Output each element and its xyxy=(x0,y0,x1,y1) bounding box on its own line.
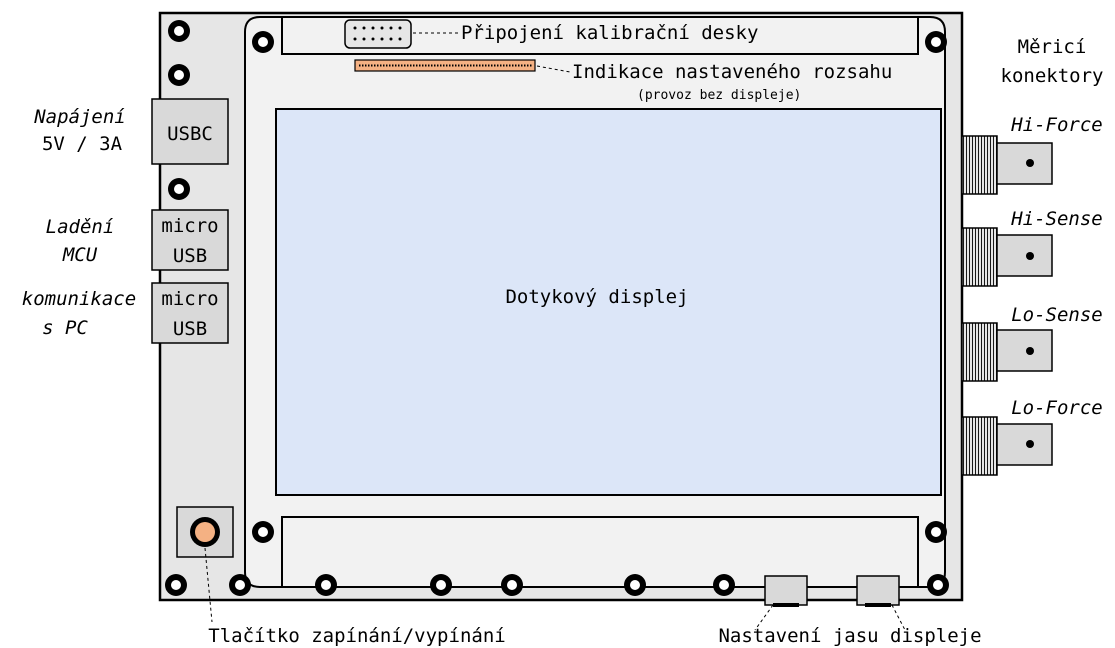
board-hole xyxy=(624,574,646,596)
board-hole xyxy=(713,574,735,596)
svg-text:micro: micro xyxy=(161,215,218,237)
range-note: (provoz bez displeje) xyxy=(637,88,801,103)
brightness-label: Nastavení jasu displeje xyxy=(718,625,981,647)
brightness-leader-left xyxy=(754,604,774,631)
hi-force-label: Hi-Force xyxy=(1010,114,1103,136)
brightness-button-left xyxy=(764,575,808,607)
brightness-leader-right xyxy=(891,604,906,631)
bnc-connector-lo-sense xyxy=(961,322,1053,382)
measuring-title-2: konektory xyxy=(1001,65,1104,87)
svg-text:USB: USB xyxy=(173,245,207,267)
usbc-connector: USBC xyxy=(151,98,229,165)
mount-hole xyxy=(252,31,274,53)
board-hole xyxy=(168,20,190,42)
board-hole xyxy=(430,574,452,596)
brightness-button-right xyxy=(856,575,900,607)
bnc-connector-hi-sense xyxy=(961,227,1053,287)
svg-text:USBC: USBC xyxy=(167,123,213,145)
power-label-2: 5V / 3A xyxy=(42,133,123,155)
measuring-title-1: Měricí xyxy=(1018,36,1087,58)
svg-text:USB: USB xyxy=(173,318,207,340)
bnc-connector-lo-force xyxy=(961,416,1053,476)
micro-usb-pc-connector: micro USB xyxy=(151,282,229,344)
board-hole xyxy=(501,574,523,596)
lo-force-label: Lo-Force xyxy=(1011,397,1103,419)
debug-label-1: Ladění xyxy=(46,216,115,238)
lo-sense-label: Lo-Sense xyxy=(1011,304,1103,326)
debug-label-2: MCU xyxy=(62,244,98,266)
touch-display xyxy=(275,108,942,496)
comm-label-2: s PC xyxy=(42,317,88,339)
calibration-connector xyxy=(344,19,412,49)
micro-usb-debug-connector: micro USB xyxy=(151,209,229,271)
board-hole xyxy=(165,574,187,596)
power-label-1: Napájení xyxy=(33,106,126,128)
bnc-connector-hi-force xyxy=(961,135,1053,195)
mount-hole xyxy=(925,521,947,543)
power-button-label: Tlačítko zapínání/vypínání xyxy=(208,625,505,647)
hi-sense-label: Hi-Sense xyxy=(1010,208,1103,230)
board-hole xyxy=(168,178,190,200)
comm-label-1: komunikace xyxy=(22,288,136,310)
display-label: Dotykový displej xyxy=(505,286,688,308)
range-led-strip xyxy=(354,59,536,72)
range-label: Indikace nastaveného rozsahu xyxy=(572,61,892,83)
calibration-label: Připojení kalibrační desky xyxy=(461,22,758,44)
display-bottom-bezel xyxy=(281,516,919,588)
board-hole xyxy=(315,574,337,596)
power-button-leader xyxy=(204,547,213,623)
mount-hole xyxy=(252,521,274,543)
svg-text:micro: micro xyxy=(161,288,218,310)
board-hole xyxy=(927,574,949,596)
board-hole xyxy=(168,64,190,86)
board-hole xyxy=(229,574,251,596)
mount-hole xyxy=(925,31,947,53)
